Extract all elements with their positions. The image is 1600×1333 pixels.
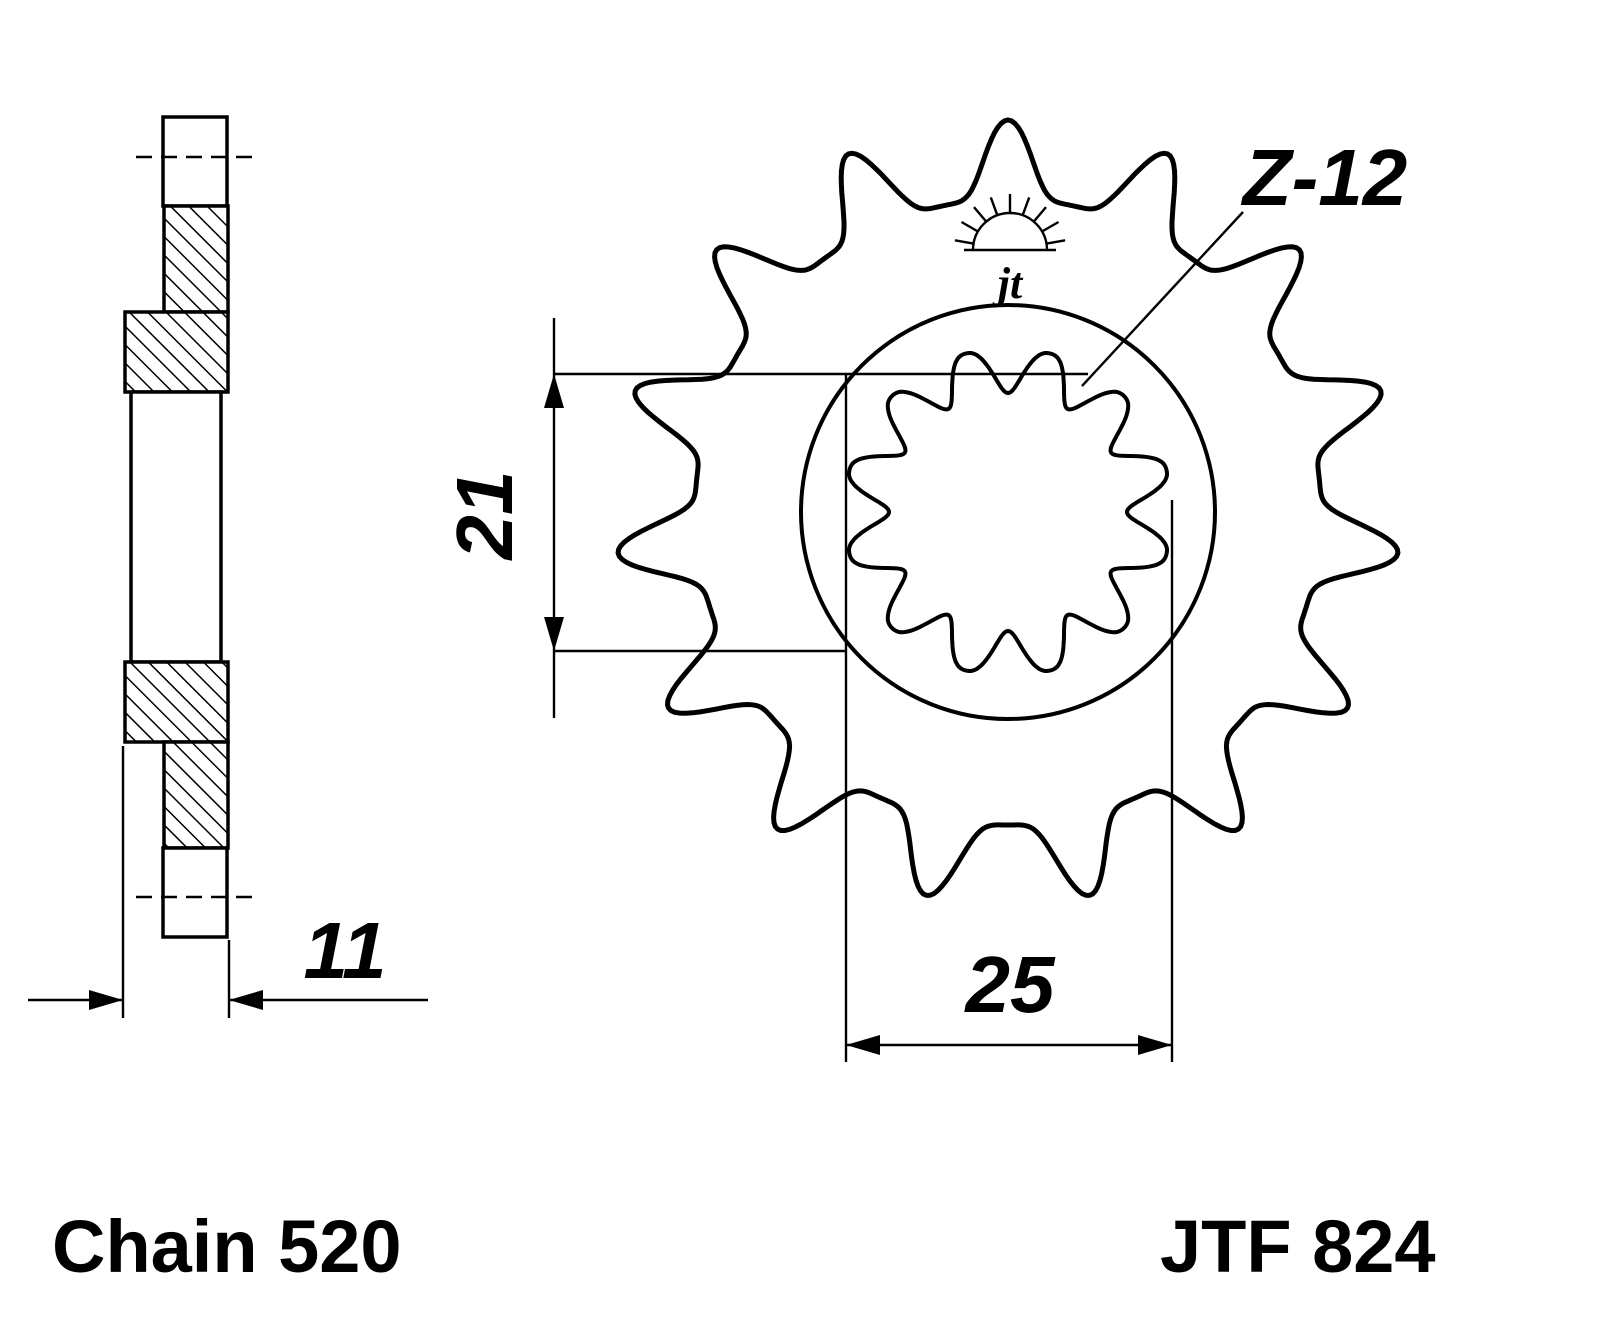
side-lower-ring-section — [162, 740, 230, 850]
side-bore-section — [129, 390, 223, 664]
dim-25-label: 25 — [964, 940, 1056, 1029]
logo-sun-ray — [1042, 220, 1060, 233]
dim-25-arrow-left — [846, 1035, 880, 1055]
logo-sun-ray — [989, 196, 999, 215]
dim-21-label: 21 — [440, 471, 529, 562]
jt-logo: jt — [954, 194, 1066, 308]
logo-sun-rays — [954, 194, 1066, 245]
side-view — [123, 115, 254, 939]
part-number-label: JTF 824 — [1160, 1205, 1436, 1288]
front-view — [615, 117, 1401, 898]
logo-sun-arc — [971, 211, 1049, 251]
spline-count-label: Z-12 — [1241, 133, 1408, 222]
logo-sun-ray — [954, 239, 973, 245]
spline-count-leader-line — [1081, 211, 1244, 387]
side-bottom-tooth — [161, 846, 229, 939]
logo-sun-ray — [973, 206, 987, 222]
logo-sun-ray — [1047, 239, 1066, 245]
logo-sun-ray — [1021, 196, 1031, 215]
logo-text: jt — [992, 259, 1024, 308]
dim-21-arrow-up — [544, 374, 564, 408]
chain-type-label: Chain 520 — [52, 1205, 402, 1288]
side-lower-hub-section — [123, 660, 230, 744]
logo-sun-ray — [1033, 206, 1047, 222]
side-top-tooth — [161, 115, 229, 208]
side-upper-ring-section — [162, 204, 230, 314]
dim-11-arrow-left — [229, 990, 263, 1010]
hub-circle — [799, 303, 1217, 721]
side-upper-hub-section — [123, 310, 230, 394]
sprocket-outline — [615, 117, 1401, 898]
logo-sun-ray — [960, 220, 978, 233]
dimensions: 21 25 11 Z-12 — [28, 133, 1407, 1062]
dim-25-arrow-right — [1138, 1035, 1172, 1055]
dim-11-label: 11 — [303, 906, 386, 995]
dim-11-arrow-right — [89, 990, 123, 1010]
dim-21-arrow-down — [544, 617, 564, 651]
spline-bore — [847, 351, 1169, 673]
